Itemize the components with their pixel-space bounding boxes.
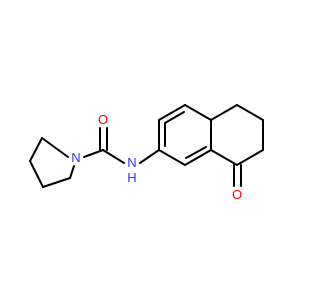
- bond-arom-4: [184, 104, 212, 121]
- bond-ring6-5: [210, 149, 238, 166]
- molecule-structure: N O N H O: [0, 0, 300, 300]
- atom-labels: N O N H O: [71, 112, 242, 202]
- atom-n-pyrrolidine: N: [71, 150, 80, 165]
- bond-ring6-2: [236, 104, 264, 121]
- bond-arom-5: [158, 104, 186, 121]
- atom-h-amide: H: [127, 170, 136, 185]
- bond-ring6-1: [210, 104, 238, 121]
- bond-arom-inner-2: [164, 111, 185, 124]
- bond-ring5-4: [42, 177, 71, 188]
- bond-ring5-3: [29, 160, 44, 188]
- bond-ring5-1: [41, 137, 69, 158]
- bond-ring5-2: [29, 137, 43, 162]
- atom-o-amide: O: [98, 112, 108, 127]
- bond-n-carbonyl: [83, 149, 104, 158]
- bonds: [29, 104, 264, 188]
- bond-ring5-5: [69, 165, 75, 179]
- bond-ring6-4: [236, 149, 264, 166]
- bond-arom-inner-1: [185, 146, 207, 159]
- canvas-background: [0, 0, 300, 300]
- bond-nh-aryl: [139, 149, 160, 164]
- bond-arom-2: [184, 149, 212, 166]
- bond-carbonyl-nh: [102, 149, 125, 164]
- atom-o-ketone: O: [232, 187, 242, 202]
- atom-n-amide: N: [127, 155, 136, 170]
- bond-arom-1: [158, 149, 186, 166]
